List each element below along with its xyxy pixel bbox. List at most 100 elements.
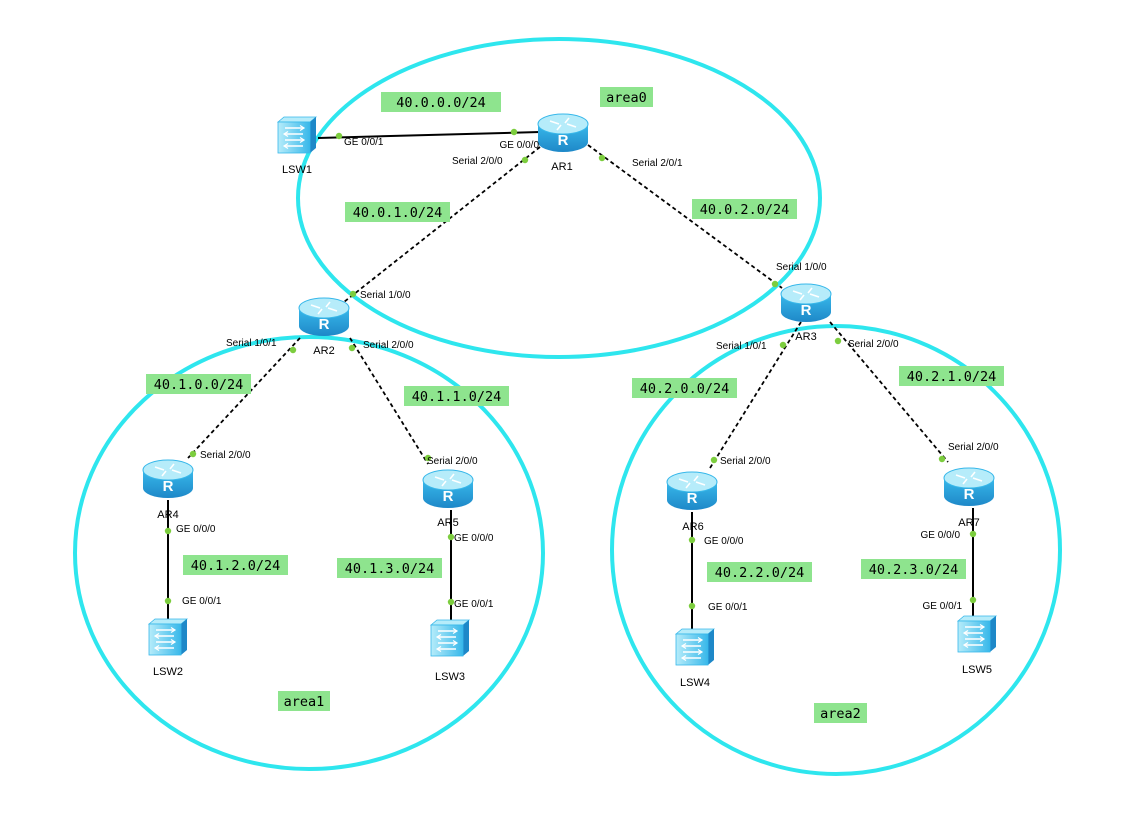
port-dot: [164, 527, 172, 535]
network-label: 40.2.3.0/24: [869, 562, 958, 578]
port-label: GE 0/0/0: [454, 533, 494, 544]
port-dot: [189, 450, 197, 458]
link-lsw1-ar1[interactable]: [317, 131, 541, 139]
network-label-bg: [345, 202, 450, 222]
network-label-bg: [707, 562, 812, 582]
device-label-ar6: AR6: [682, 521, 703, 533]
port-label: Serial 2/0/0: [427, 456, 478, 467]
router-icon[interactable]: R: [422, 469, 474, 508]
network-label-bg: [337, 558, 442, 578]
svg-text:R: R: [964, 486, 975, 503]
device-label-lsw5: LSW5: [962, 664, 992, 676]
device-label-ar7: AR7: [958, 517, 979, 529]
switch-icon[interactable]: [276, 116, 318, 154]
port-label: Serial 2/0/0: [720, 456, 771, 467]
port-dot: [598, 154, 606, 162]
network-label: 40.1.1.0/24: [412, 389, 501, 405]
port-dot: [938, 455, 946, 463]
area-label-bg: [600, 87, 653, 107]
network-label-bg: [183, 555, 288, 575]
port-label: Serial 2/0/0: [848, 339, 899, 350]
port-label: GE 0/0/1: [182, 596, 222, 607]
network-label: 40.2.1.0/24: [907, 369, 996, 385]
svg-text:R: R: [443, 488, 454, 505]
router-icon[interactable]: R: [666, 471, 718, 510]
network-label-bg: [146, 374, 251, 394]
device-label-ar4: AR4: [157, 509, 178, 521]
port-label: Serial 2/0/0: [452, 156, 503, 167]
svg-text:R: R: [163, 478, 174, 495]
port-label: GE 0/0/1: [923, 601, 963, 612]
area-ring-area2: [610, 324, 1062, 776]
port-label: GE 0/0/0: [921, 530, 961, 541]
port-dot: [335, 132, 343, 140]
link-ar3-ar7[interactable]: [829, 321, 949, 463]
port-dot: [710, 456, 718, 464]
switch-icon[interactable]: [956, 615, 998, 653]
port-label: Serial 1/0/0: [360, 290, 411, 301]
network-label-bg: [899, 366, 1004, 386]
device-label-lsw3: LSW3: [435, 671, 465, 683]
port-label: Serial 2/0/0: [948, 442, 999, 453]
network-label: 40.2.2.0/24: [715, 565, 804, 581]
link-ar1-ar2[interactable]: [343, 146, 541, 303]
device-label-ar3: AR3: [795, 331, 816, 343]
router-icon[interactable]: R: [142, 459, 194, 498]
router-icon[interactable]: R: [298, 297, 350, 336]
port-dot: [779, 341, 787, 349]
port-dot: [348, 344, 356, 352]
network-label: 40.0.2.0/24: [700, 202, 789, 218]
network-label-bg: [632, 378, 737, 398]
device-label-lsw2: LSW2: [153, 666, 183, 678]
area-ring-area1: [73, 335, 545, 771]
network-label: 40.1.0.0/24: [154, 377, 243, 393]
network-label-bg: [404, 386, 509, 406]
port-label: Serial 1/0/0: [776, 262, 827, 273]
link-ar1-ar3[interactable]: [587, 144, 783, 289]
area-label-area2: area2: [820, 706, 861, 722]
network-label-bg: [861, 559, 966, 579]
port-label: GE 0/0/1: [454, 599, 494, 610]
device-label-lsw1: LSW1: [282, 164, 312, 176]
port-label: Serial 2/0/0: [363, 340, 414, 351]
link-ar2-ar5[interactable]: [349, 337, 429, 465]
port-label: Serial 2/0/1: [632, 158, 683, 169]
port-dot: [688, 536, 696, 544]
port-label: Serial 1/0/1: [716, 341, 767, 352]
port-dot: [771, 280, 779, 288]
port-label: GE 0/0/0: [704, 536, 744, 547]
network-label: 40.0.0.0/24: [396, 95, 485, 111]
port-label: GE 0/0/1: [344, 137, 384, 148]
port-label: Serial 1/0/1: [226, 338, 277, 349]
switch-icon[interactable]: [674, 628, 716, 666]
area-label-bg: [814, 703, 867, 723]
port-dot: [521, 156, 529, 164]
link-ar2-ar4[interactable]: [187, 337, 301, 459]
port-dot: [424, 454, 432, 462]
port-dot: [969, 530, 977, 538]
area-label-area1: area1: [284, 694, 325, 710]
network-label-bg: [692, 199, 797, 219]
port-dot: [447, 598, 455, 606]
area-label-area0: area0: [606, 90, 647, 106]
port-label: GE 0/0/1: [708, 602, 748, 613]
switch-icon[interactable]: [147, 618, 189, 656]
svg-text:R: R: [319, 316, 330, 333]
network-label-bg: [381, 92, 501, 112]
router-icon[interactable]: R: [943, 467, 995, 506]
port-dot: [289, 346, 297, 354]
area-label-bg: [278, 691, 330, 711]
area-ring-area0: [296, 37, 822, 359]
network-label: 40.0.1.0/24: [353, 205, 442, 221]
switch-icon[interactable]: [429, 619, 471, 657]
port-label: GE 0/0/0: [500, 140, 540, 151]
port-dot: [510, 128, 518, 136]
port-label: GE 0/0/0: [176, 524, 216, 535]
port-dot: [447, 533, 455, 541]
network-label: 40.2.0.0/24: [640, 381, 729, 397]
port-dot: [688, 602, 696, 610]
svg-text:R: R: [558, 132, 569, 149]
router-icon[interactable]: R: [780, 283, 832, 322]
router-icon[interactable]: R: [537, 113, 589, 152]
